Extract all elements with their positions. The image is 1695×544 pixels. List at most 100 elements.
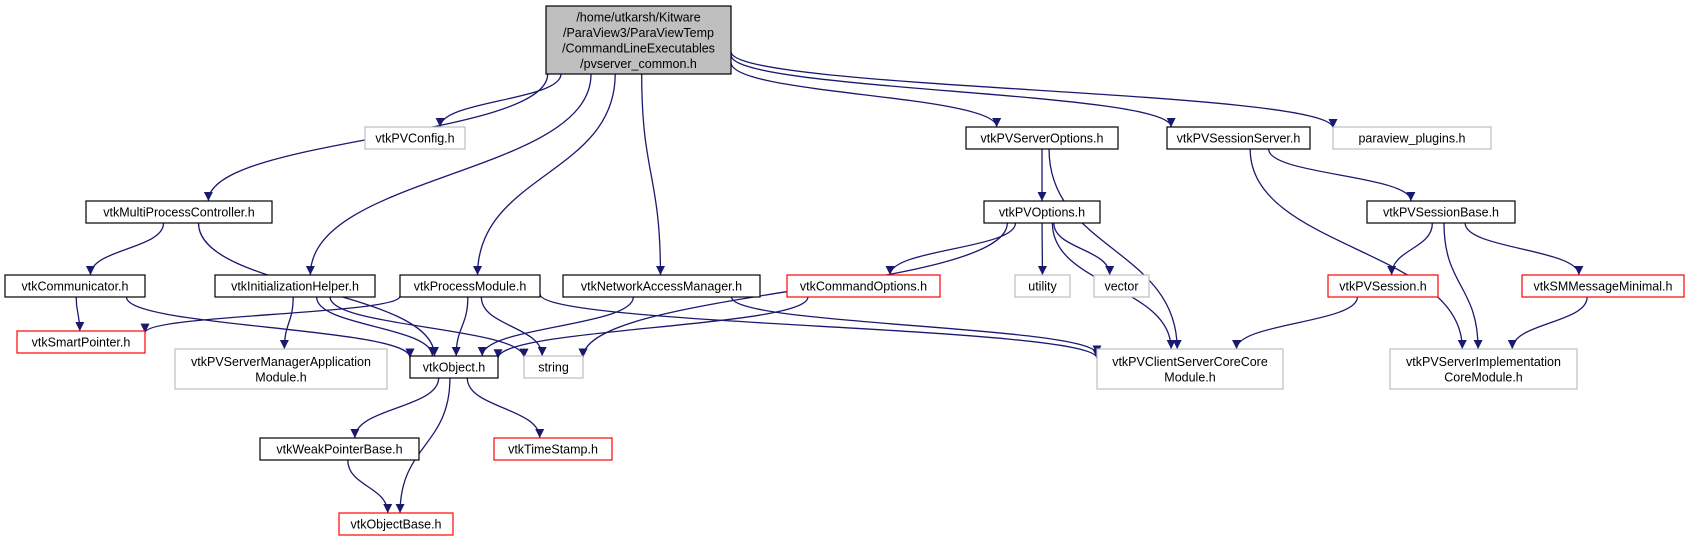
nodes-layer: /home/utkarsh/Kitware/ParaView3/ParaView…: [4, 5, 1685, 536]
node-box-vtkPVClientServerCoreCoreModule: [1096, 348, 1284, 390]
node-box-vtkPVOptions: [983, 200, 1101, 224]
edge-vtkPVOptions-to-vector: [1053, 222, 1115, 276]
node-box-vtkObjectBase: [338, 512, 454, 536]
edge-vtkPVSessionServer-to-vtkPVServerImplementationCoreModule: [1249, 148, 1467, 350]
edge-root-to-vtkNetworkAccessManager: [641, 73, 666, 276]
node-box-vtkTimeStamp: [493, 437, 613, 461]
edge-root-to-vtkInitializationHelper: [305, 73, 592, 276]
node-label-vtkMultiProcessController-0: vtkMultiProcessController.h: [103, 206, 254, 220]
node-vtkPVServerOptions[interactable]: vtkPVServerOptions.h: [965, 126, 1119, 150]
edge-root-to-paraview_plugins: [730, 51, 1338, 129]
node-box-string: [523, 355, 584, 379]
node-box-vtkSMMessageMinimal: [1521, 274, 1685, 298]
node-box-vtkPVSession: [1327, 274, 1439, 298]
edge-vtkProcessModule-to-vtkSmartPointer: [140, 295, 401, 334]
node-label-vtkPVSessionServer-0: vtkPVSessionServer.h: [1177, 132, 1301, 146]
node-vtkTimeStamp[interactable]: vtkTimeStamp.h: [493, 437, 613, 461]
node-box-vtkNetworkAccessManager: [562, 274, 761, 298]
node-root: /home/utkarsh/Kitware/ParaView3/ParaView…: [545, 5, 732, 75]
node-label-vtkNetworkAccessManager-0: vtkNetworkAccessManager.h: [581, 280, 742, 294]
edge-vtkCommandOptions-to-vtkObject: [493, 296, 809, 359]
edge-vtkCommunicator-to-vtkSmartPointer: [75, 296, 85, 332]
edge-vtkPVSessionBase-to-vtkPVSession: [1387, 222, 1434, 276]
node-vtkSMMessageMinimal[interactable]: vtkSMMessageMinimal.h: [1521, 274, 1685, 298]
node-label-vtkPVServerManagerApplicationModule-0: vtkPVServerManagerApplication: [191, 355, 371, 369]
edge-vtkPVOptions-to-vtkCommandOptions: [885, 222, 1017, 276]
node-label-vtkProcessModule-0: vtkProcessModule.h: [414, 280, 527, 294]
node-label-vtkObject-0: vtkObject.h: [423, 361, 486, 375]
edge-vtkNetworkAccessManager-to-vtkObject: [477, 296, 634, 357]
node-vtkPVOptions[interactable]: vtkPVOptions.h: [983, 200, 1101, 224]
edge-vtkProcessModule-to-vtkPVClientServerCoreCoreModule: [539, 293, 1102, 359]
node-box-vtkObject: [409, 355, 499, 379]
node-label-vtkSMMessageMinimal-0: vtkSMMessageMinimal.h: [1534, 280, 1673, 294]
edge-vtkPVServerOptions-to-vtkPVClientServerCoreCoreModule: [1048, 148, 1182, 350]
node-label-root-0: /home/utkarsh/Kitware: [576, 10, 700, 24]
edge-vtkWeakPointerBase-to-vtkObjectBase: [347, 459, 393, 514]
node-box-vtkMultiProcessController: [85, 200, 273, 224]
node-box-vtkPVServerImplementationCoreModule: [1389, 348, 1578, 390]
node-label-vtkTimeStamp-0: vtkTimeStamp.h: [508, 443, 598, 457]
node-label-root-3: /pvserver_common.h: [580, 57, 697, 71]
node-vtkProcessModule[interactable]: vtkProcessModule.h: [399, 274, 541, 298]
node-label-vtkInitializationHelper-0: vtkInitializationHelper.h: [231, 280, 359, 294]
node-box-vtkCommunicator: [4, 274, 146, 298]
node-label-vtkCommandOptions-0: vtkCommandOptions.h: [800, 280, 927, 294]
edge-vtkProcessModule-to-vtkObject: [451, 296, 469, 357]
node-label-paraview_plugins-0: paraview_plugins.h: [1358, 132, 1465, 146]
edge-vtkSMMessageMinimal-to-vtkPVServerImplementationCoreModule: [1507, 296, 1588, 350]
node-vtkCommandOptions[interactable]: vtkCommandOptions.h: [786, 274, 941, 298]
node-label-vtkPVClientServerCoreCoreModule-1: Module.h: [1164, 370, 1215, 384]
node-box-vtkPVServerOptions: [965, 126, 1119, 150]
node-vtkPVSession[interactable]: vtkPVSession.h: [1327, 274, 1439, 298]
edge-vtkPVSession-to-vtkPVClientServerCoreCoreModule: [1232, 296, 1359, 350]
node-box-vector: [1093, 274, 1150, 298]
node-vtkSmartPointer[interactable]: vtkSmartPointer.h: [16, 330, 146, 354]
node-vtkInitializationHelper[interactable]: vtkInitializationHelper.h: [214, 274, 376, 298]
node-vtkPVSessionBase[interactable]: vtkPVSessionBase.h: [1366, 200, 1516, 224]
node-vtkObject[interactable]: vtkObject.h: [409, 355, 499, 379]
node-vector[interactable]: vector: [1093, 274, 1150, 298]
node-vtkPVSessionServer[interactable]: vtkPVSessionServer.h: [1166, 126, 1311, 150]
node-box-vtkPVSessionServer: [1166, 126, 1311, 150]
node-box-vtkInitializationHelper: [214, 274, 376, 298]
edge-vtkInitializationHelper-to-string: [329, 296, 529, 358]
node-label-vtkPVClientServerCoreCoreModule-0: vtkPVClientServerCoreCore: [1112, 355, 1268, 369]
node-box-vtkSmartPointer: [16, 330, 146, 354]
node-box-vtkPVSessionBase: [1366, 200, 1516, 224]
edge-root-to-vtkProcessModule: [472, 73, 616, 276]
node-label-utility-0: utility: [1028, 280, 1057, 294]
node-box-vtkProcessModule: [399, 274, 541, 298]
node-vtkNetworkAccessManager[interactable]: vtkNetworkAccessManager.h: [562, 274, 761, 298]
node-label-vtkCommunicator-0: vtkCommunicator.h: [22, 280, 129, 294]
node-utility[interactable]: utility: [1014, 274, 1071, 298]
node-label-root-1: /ParaView3/ParaViewTemp: [563, 26, 714, 40]
edge-vtkPVSessionBase-to-vtkPVServerImplementationCoreModule: [1443, 222, 1483, 350]
node-vtkObjectBase[interactable]: vtkObjectBase.h: [338, 512, 454, 536]
node-string[interactable]: string: [523, 355, 584, 379]
node-label-vtkPVServerOptions-0: vtkPVServerOptions.h: [981, 132, 1104, 146]
node-label-string-0: string: [538, 361, 569, 375]
edge-vtkObject-to-vtkTimeStamp: [466, 377, 545, 439]
edge-vtkObject-to-vtkObjectBase: [395, 377, 451, 514]
node-vtkCommunicator[interactable]: vtkCommunicator.h: [4, 274, 146, 298]
node-vtkMultiProcessController[interactable]: vtkMultiProcessController.h: [85, 200, 273, 224]
edge-vtkCommunicator-to-vtkObject: [125, 296, 415, 358]
node-box-root: [545, 5, 732, 75]
node-paraview_plugins[interactable]: paraview_plugins.h: [1332, 126, 1492, 150]
edge-vtkPVSessionBase-to-vtkSMMessageMinimal: [1464, 222, 1584, 276]
edge-vtkNetworkAccessManager-to-vtkPVClientServerCoreCoreModule: [730, 296, 1102, 355]
node-box-vtkPVConfig: [364, 126, 466, 150]
node-label-vtkSmartPointer-0: vtkSmartPointer.h: [32, 336, 131, 350]
node-label-vtkWeakPointerBase-0: vtkWeakPointerBase.h: [276, 443, 402, 457]
edge-root-to-vtkPVServerOptions: [730, 62, 1002, 128]
edge-vtkInitializationHelper-to-vtkPVServerManagerApplicationModule: [279, 296, 294, 350]
node-label-vtkObjectBase-0: vtkObjectBase.h: [350, 518, 441, 532]
node-vtkPVConfig[interactable]: vtkPVConfig.h: [364, 126, 466, 150]
edge-vtkPVSessionServer-to-vtkPVSessionBase: [1267, 148, 1416, 202]
node-vtkWeakPointerBase[interactable]: vtkWeakPointerBase.h: [259, 437, 420, 461]
